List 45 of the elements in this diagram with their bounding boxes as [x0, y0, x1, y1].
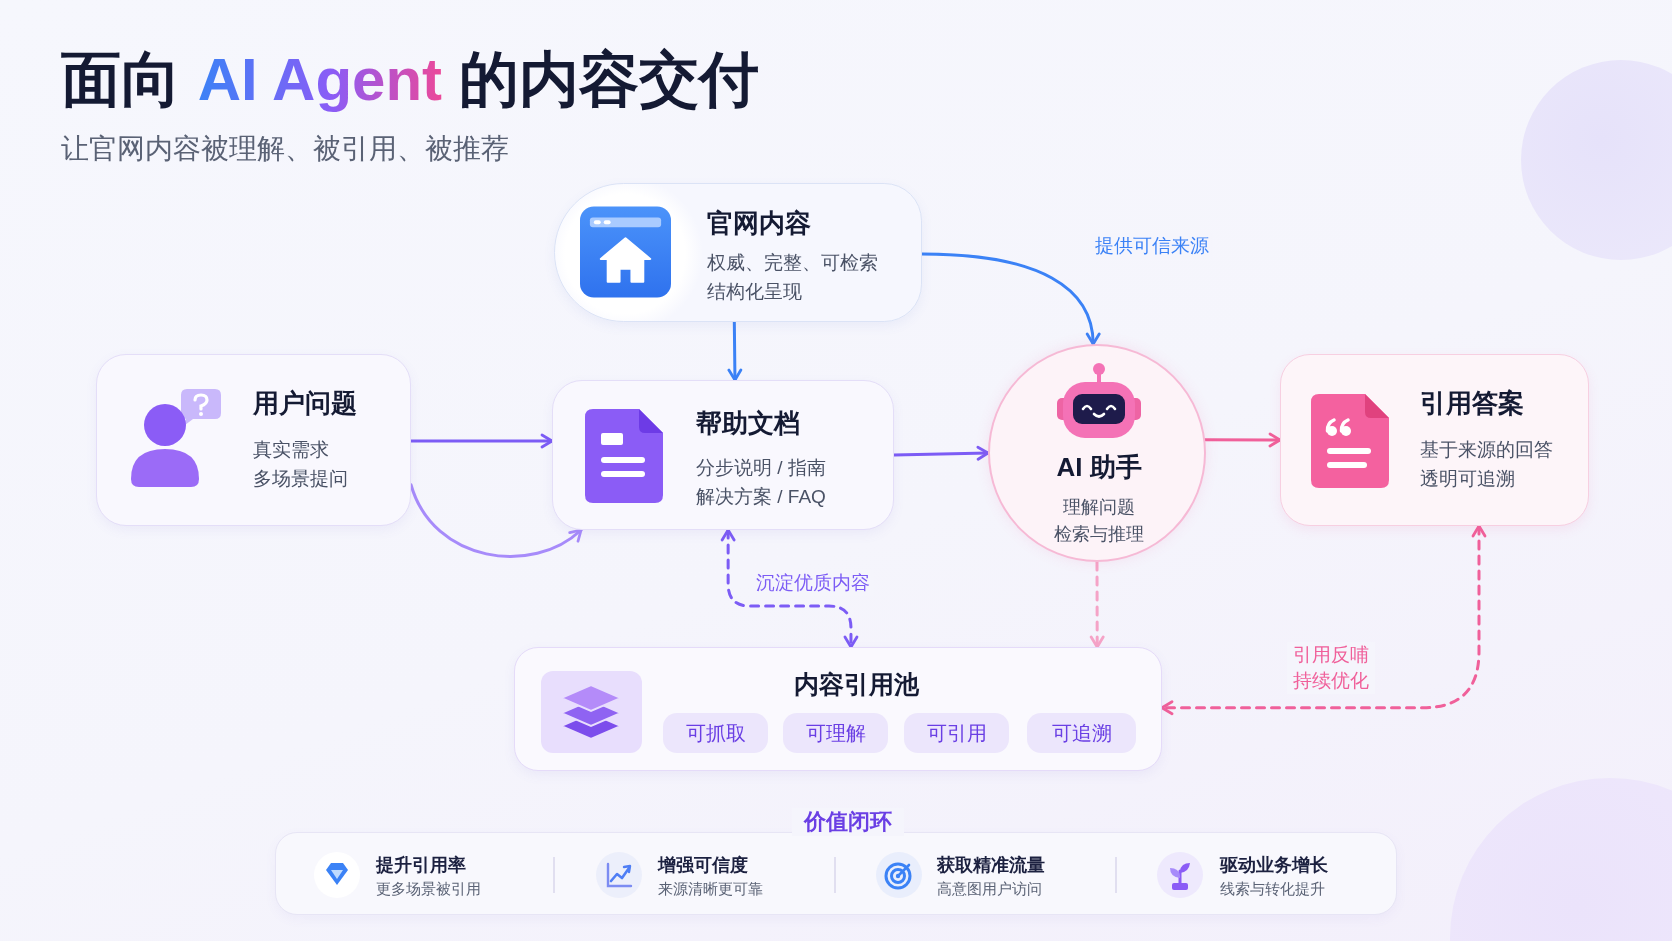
tag-chip: 可追溯 [1027, 713, 1136, 753]
title: 面向 AI Agent 的内容交付 [61, 45, 759, 115]
dashed-arrow [1160, 524, 1487, 716]
item-text: 线索与转化提升 [1220, 879, 1325, 899]
card-text: 分步说明 / 指南 [696, 456, 826, 480]
info-card [96, 354, 411, 526]
card-title: 帮助文档 [696, 407, 800, 440]
info-card [1280, 354, 1589, 526]
card-text: 基于来源的回答 [1420, 438, 1553, 462]
arrow [727, 320, 743, 382]
tag-chip: 可理解 [783, 713, 888, 753]
card-text: 结构化呈现 [707, 280, 802, 304]
arrow [920, 252, 1100, 346]
item-text: 来源清晰更可靠 [658, 879, 763, 899]
arrow [409, 433, 554, 449]
card-text: 理解问题 [1063, 496, 1135, 519]
arrow [1203, 432, 1282, 448]
item-title: 提升引用率 [376, 854, 466, 877]
pool-panel [514, 647, 1162, 771]
arrow [409, 483, 583, 558]
card-text: 解决方案 / FAQ [696, 485, 826, 509]
card-title: AI 助手 [1056, 451, 1142, 484]
subtitle: 让官网内容被理解、被引用、被推荐 [61, 132, 509, 166]
card-title: 用户问题 [253, 387, 357, 420]
arrow [892, 445, 990, 461]
info-card [552, 380, 894, 530]
tag-chip: 可抓取 [663, 713, 768, 753]
item-title: 驱动业务增长 [1220, 854, 1328, 877]
item-title: 获取精准流量 [937, 854, 1045, 877]
dashed-arrow [720, 528, 859, 649]
card-text: 真实需求 [253, 438, 329, 462]
dashed-arrow [1089, 560, 1105, 649]
card-text: 权威、完整、可检索 [707, 251, 878, 275]
info-card [554, 183, 922, 322]
card-title: 引用答案 [1420, 387, 1524, 420]
card-title: 官网内容 [707, 207, 811, 240]
card-text: 检索与推理 [1054, 523, 1144, 546]
item-text: 更多场景被引用 [376, 879, 481, 899]
tag-chip: 可引用 [904, 713, 1009, 753]
item-title: 增强可信度 [658, 854, 748, 877]
panel-title: 内容引用池 [793, 669, 919, 700]
card-text: 多场景提问 [253, 467, 348, 491]
card-text: 透明可追溯 [1420, 467, 1515, 491]
item-text: 高意图用户访问 [937, 879, 1042, 899]
panel-heading: 价值闭环 [792, 808, 904, 836]
